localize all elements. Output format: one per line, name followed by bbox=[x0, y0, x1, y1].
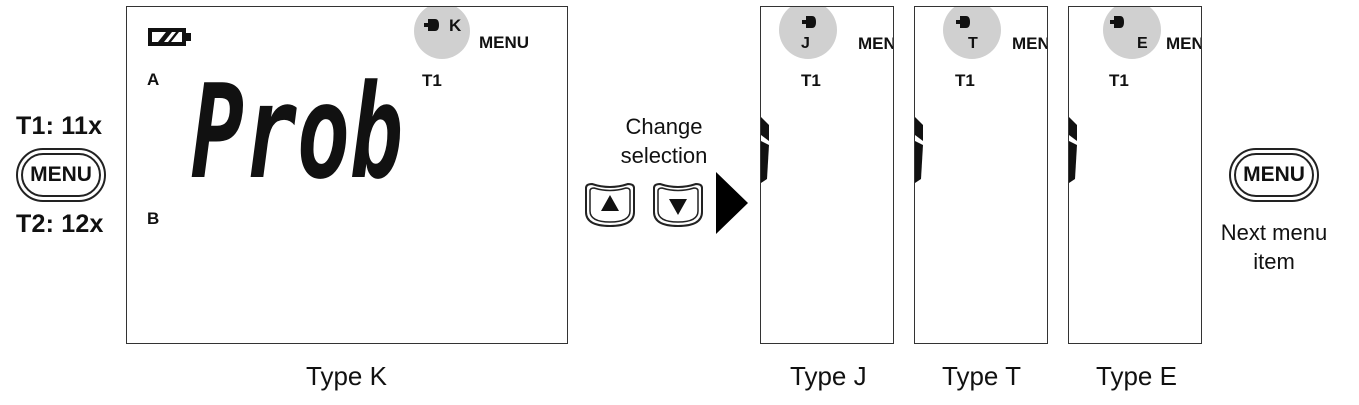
segment-display-text: Prob bbox=[191, 65, 403, 189]
menu-button-left[interactable]: MENU bbox=[16, 148, 106, 202]
next-menu-note-line-1: Next menu bbox=[1220, 220, 1328, 245]
thermocouple-type-label: K bbox=[449, 16, 462, 35]
instruction-line-1: Change bbox=[625, 114, 703, 139]
segment-fragment-icon bbox=[1069, 117, 1077, 183]
small-display-caption-j: Type J bbox=[790, 361, 867, 391]
small-display-type-e: E MENU T1 bbox=[1068, 6, 1202, 344]
menu-indicator: MENU bbox=[858, 34, 893, 53]
channel-indicator: T1 bbox=[1109, 71, 1129, 90]
thermocouple-type-label: J bbox=[801, 35, 810, 52]
thermocouple-type-label: T bbox=[968, 35, 978, 52]
probe-connector-icon bbox=[956, 16, 970, 28]
small-display-caption-t: Type T bbox=[942, 361, 1022, 391]
thermocouple-type-label: E bbox=[1137, 35, 1148, 52]
segment-display-label: Prob bbox=[191, 65, 403, 189]
t2-press-count: T2: 12x bbox=[16, 210, 104, 238]
row-b-indicator: B bbox=[147, 209, 160, 228]
small-display-caption-e: Type E bbox=[1096, 361, 1177, 391]
channel-indicator: T1 bbox=[422, 71, 442, 90]
up-arrow-button[interactable] bbox=[582, 180, 638, 230]
menu-indicator: MENU bbox=[479, 33, 530, 52]
next-arrow-icon bbox=[716, 172, 748, 234]
menu-button-left-label: MENU bbox=[21, 153, 101, 197]
main-lcd-display: K MENU T1 A B Prob bbox=[126, 6, 568, 344]
small-display-type-j: J MENU T1 bbox=[760, 6, 894, 344]
segment-fragment-icon bbox=[761, 117, 769, 183]
next-menu-note-line-2: item bbox=[1253, 249, 1295, 274]
segment-fragment-icon bbox=[915, 117, 923, 183]
probe-connector-icon bbox=[802, 16, 816, 28]
probe-connector-icon bbox=[1110, 16, 1124, 28]
small-display-type-t: T MENU T1 bbox=[914, 6, 1048, 344]
probe-connector-icon bbox=[424, 19, 439, 31]
instruction-line-2: selection bbox=[620, 143, 708, 168]
menu-indicator: MENU bbox=[1166, 34, 1201, 53]
probe-indicator-circle bbox=[1103, 7, 1161, 59]
probe-indicator-circle bbox=[779, 7, 837, 59]
down-arrow-button[interactable] bbox=[650, 180, 706, 230]
channel-indicator: T1 bbox=[955, 71, 975, 90]
channel-indicator: T1 bbox=[801, 71, 821, 90]
probe-indicator-circle bbox=[414, 7, 470, 59]
row-a-indicator: A bbox=[147, 70, 160, 89]
t1-press-count: T1: 11x bbox=[16, 112, 103, 140]
main-display-caption: Type K bbox=[306, 361, 387, 391]
probe-indicator-circle bbox=[943, 7, 1001, 59]
battery-icon bbox=[148, 28, 191, 46]
menu-button-right[interactable]: MENU bbox=[1229, 148, 1319, 202]
menu-indicator: MENU bbox=[1012, 34, 1047, 53]
menu-button-right-label: MENU bbox=[1234, 153, 1314, 197]
